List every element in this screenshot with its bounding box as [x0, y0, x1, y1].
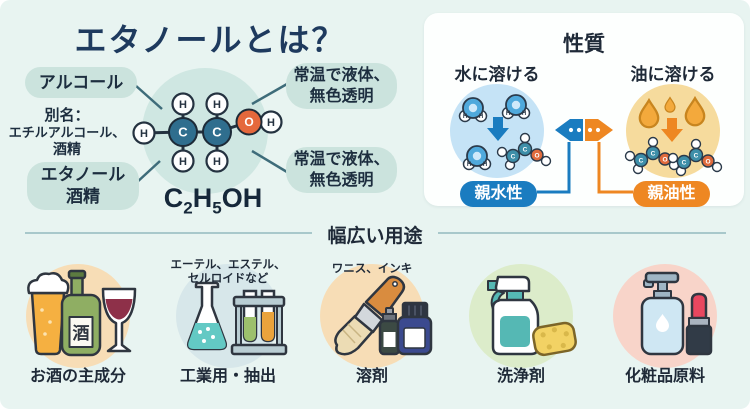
lipstick-icon [685, 292, 713, 356]
oxygen-atom: O [235, 108, 263, 136]
uses-title: 幅広い用途 [327, 226, 423, 247]
molecule-diagram: H H H H H H C C O [132, 68, 288, 194]
use-cleaner-icon [469, 264, 577, 368]
alias-text: 別名： エチルアルコール、 酒精 [4, 107, 130, 158]
properties-title: 性質 [563, 33, 605, 56]
sponge-icon [532, 321, 577, 357]
use-cosmetics-label: 化粧品原料 [624, 368, 705, 385]
alias-line3: 酒精 [53, 141, 81, 157]
paintbrush-icon [334, 275, 406, 356]
use-industrial-label: 工業用・抽出 [179, 368, 276, 385]
ink-bottle-icon [396, 301, 433, 356]
hydrophilic-badge: 親水性 [460, 181, 537, 207]
wine-glass-icon [101, 287, 137, 353]
svg-text:O: O [244, 115, 253, 129]
water-soluble-label: 水に溶ける [454, 65, 540, 84]
hydrogen-atoms: H H H H H H [132, 92, 283, 173]
carbon-atoms: C C [168, 117, 232, 147]
properties-diagram: H H C C [450, 84, 723, 194]
use-industrial-icon [176, 264, 288, 368]
alias-line2: エチルアルコール、 [8, 125, 126, 140]
dropper-bottle-icon [378, 307, 401, 356]
divider-left [25, 232, 312, 234]
alias-line1: 別名： [44, 107, 90, 124]
flask-icon [186, 281, 228, 351]
use-cosmetics-icon [613, 264, 717, 368]
svg-text:H: H [179, 156, 187, 168]
use-drinks-label: お酒の主成分 [29, 368, 126, 385]
use-solvent-label: 溶剤 [355, 368, 388, 385]
use-solvent-note: ワニス、インキ [331, 263, 413, 275]
callout-ethanol: エタノール 酒精 [27, 162, 139, 210]
test-tube-rack-icon [230, 289, 288, 356]
oil-soluble-label: 油に溶ける [630, 65, 716, 84]
hydrophilic-connector [537, 142, 571, 194]
callout-connector-lines [134, 82, 288, 185]
callout-liquid-bottom: 常温で液体、 無色透明 [286, 147, 397, 193]
svg-text:H: H [179, 99, 187, 111]
page-title: エタノールとは？ [74, 22, 346, 58]
callout-liquid-top: 常温で液体、 無色透明 [286, 63, 397, 109]
beer-glass-icon [27, 272, 70, 356]
sake-bottle-icon [60, 269, 102, 357]
svg-text:C: C [212, 125, 222, 140]
svg-text:H: H [267, 117, 275, 129]
pump-bottle-icon [640, 271, 685, 356]
callout-alcohol: アルコール [25, 67, 137, 98]
svg-text:H: H [140, 128, 148, 140]
use-industrial-note: エーテル、エステル、 セルロイドなど [170, 259, 286, 285]
spray-bottle-icon [487, 275, 540, 356]
svg-text:H: H [213, 99, 221, 111]
divider-right [438, 232, 726, 234]
sake-character: 酒 [73, 323, 90, 343]
svg-text:C: C [178, 125, 188, 140]
svg-text:H: H [213, 156, 221, 168]
chemical-formula: C2H5OH [163, 183, 263, 218]
lipophilic-badge: 親油性 [633, 181, 710, 207]
lipophilic-connector [597, 142, 633, 194]
use-solvent-icon [320, 264, 433, 368]
use-drinks-icon: 酒 [26, 264, 137, 368]
use-cleaner-label: 洗浄剤 [496, 368, 545, 385]
